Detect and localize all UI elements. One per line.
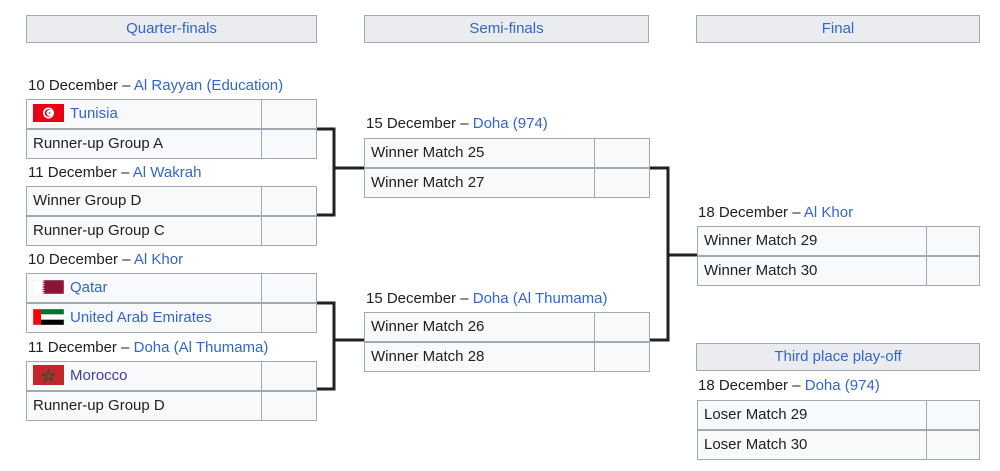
team-slot-qf1-1: Tunisia	[26, 99, 262, 129]
round-header-third-place: Third place play-off	[696, 343, 980, 371]
match-label-sf2: 15 December – Doha (Al Thumama)	[366, 289, 608, 309]
round-header-final: Final	[696, 15, 980, 43]
match-date: 15 December –	[366, 290, 473, 307]
match-label-qf3: 10 December – Al Khor	[28, 250, 183, 270]
team-slot-third-2: Loser Match 30	[697, 430, 927, 460]
score-cell	[261, 303, 317, 333]
morocco-flag-icon	[33, 365, 64, 386]
score-cell	[926, 226, 980, 256]
score-cell	[261, 391, 317, 421]
team-slot-sf1-2: Winner Match 27	[364, 168, 595, 198]
connector-qf1-qf2	[317, 127, 336, 217]
venue-link[interactable]: Al Khor	[803, 204, 854, 221]
team-link-uae[interactable]: United Arab Emirates	[70, 309, 212, 326]
match-date: 15 December –	[366, 115, 473, 132]
score-cell	[261, 273, 317, 303]
team-slot-qf3-1: Qatar	[26, 273, 262, 303]
match-label-final: 18 December – Al Khor	[698, 203, 853, 223]
team-slot-qf4-2: Runner-up Group D	[26, 391, 262, 421]
score-cell	[594, 168, 650, 198]
team-slot-qf4-1: Morocco	[26, 361, 262, 391]
match-label-qf4: 11 December – Doha (Al Thumama)	[28, 338, 268, 358]
score-cell	[594, 342, 650, 372]
team-slot-sf2-1: Winner Match 26	[364, 312, 595, 342]
team-slot-third-1: Loser Match 29	[697, 400, 927, 430]
uae-flag-icon	[33, 309, 64, 326]
match-date: 11 December –	[28, 339, 134, 356]
round-header-quarterfinals: Quarter-finals	[26, 15, 317, 43]
team-slot-qf3-2: United Arab Emirates	[26, 303, 262, 333]
match-date: 10 December –	[28, 251, 134, 268]
team-slot-sf1-1: Winner Match 25	[364, 138, 595, 168]
venue-link[interactable]: Doha (Al Thumama)	[133, 339, 269, 356]
score-cell	[261, 361, 317, 391]
venue-link[interactable]: Al Rayyan (Education)	[133, 77, 284, 94]
match-date: 10 December –	[28, 77, 134, 94]
venue-link[interactable]: Al Wakrah	[132, 164, 202, 181]
score-cell	[926, 256, 980, 286]
team-link-morocco[interactable]: Morocco	[70, 367, 128, 384]
match-date: 18 December –	[698, 204, 804, 221]
team-slot-sf2-2: Winner Match 28	[364, 342, 595, 372]
team-slot-final-2: Winner Match 30	[697, 256, 927, 286]
match-label-sf1: 15 December – Doha (974)	[366, 114, 548, 134]
qatar-flag-icon	[33, 280, 64, 295]
score-cell	[261, 216, 317, 246]
score-cell	[594, 138, 650, 168]
score-cell	[926, 400, 980, 430]
connector-qf3-qf4	[317, 301, 336, 391]
match-label-qf2: 11 December – Al Wakrah	[28, 163, 201, 183]
venue-link[interactable]: Al Khor	[133, 251, 184, 268]
team-slot-qf2-2: Runner-up Group C	[26, 216, 262, 246]
team-link-qatar[interactable]: Qatar	[70, 279, 108, 296]
venue-link[interactable]: Doha (974)	[804, 377, 880, 394]
venue-link[interactable]: Doha (974)	[472, 115, 548, 132]
match-label-third: 18 December – Doha (974)	[698, 376, 880, 396]
match-date: 18 December –	[698, 377, 805, 394]
round-header-semifinals: Semi-finals	[364, 15, 649, 43]
score-cell	[926, 430, 980, 460]
team-slot-final-1: Winner Match 29	[697, 226, 927, 256]
tunisia-flag-icon	[33, 104, 64, 123]
venue-link[interactable]: Doha (Al Thumama)	[472, 290, 608, 307]
match-label-qf1: 10 December – Al Rayyan (Education)	[28, 76, 283, 96]
score-cell	[261, 129, 317, 159]
connector-sf1-sf2	[650, 166, 670, 342]
team-slot-qf1-2: Runner-up Group A	[26, 129, 262, 159]
match-date: 11 December –	[28, 164, 133, 181]
score-cell	[261, 186, 317, 216]
team-slot-qf2-1: Winner Group D	[26, 186, 262, 216]
score-cell	[594, 312, 650, 342]
score-cell	[261, 99, 317, 129]
team-link-tunisia[interactable]: Tunisia	[70, 105, 118, 122]
